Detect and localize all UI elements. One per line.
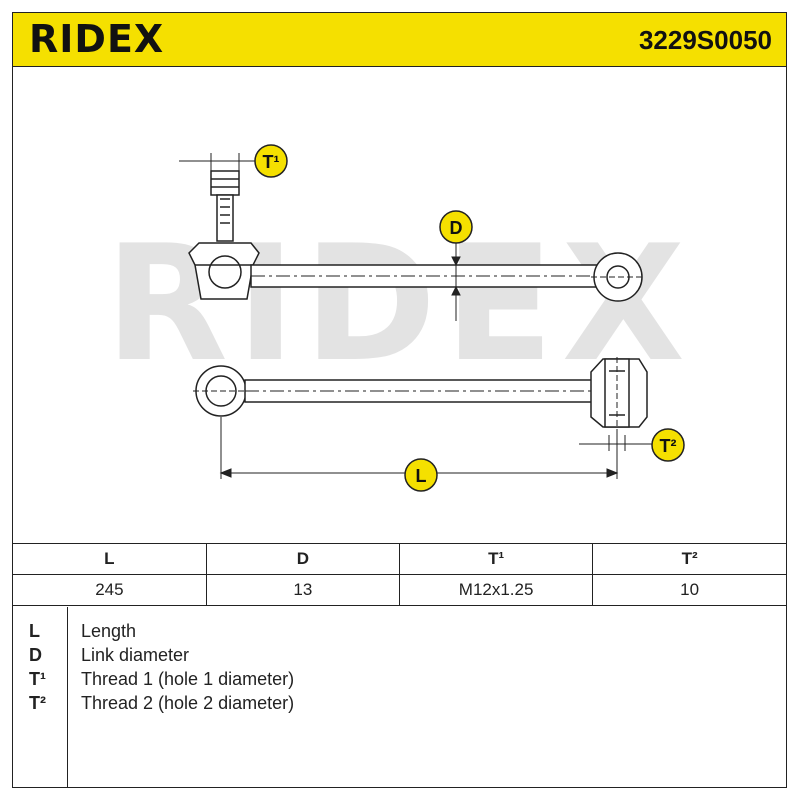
legend-item: T² Thread 2 (hole 2 diameter)	[13, 691, 786, 715]
technical-drawing: RIDEX	[13, 67, 786, 543]
value-cell: 10	[592, 574, 786, 606]
value-cell: M12x1.25	[398, 574, 594, 606]
upper-link	[188, 170, 645, 302]
svg-text:L: L	[416, 466, 427, 486]
label-l: L	[404, 458, 438, 492]
legend-item: D Link diameter	[13, 643, 786, 667]
lower-link	[193, 357, 648, 441]
label-d: D	[439, 210, 473, 244]
legend-desc: Link diameter	[81, 645, 190, 665]
svg-text:T²: T²	[660, 436, 677, 456]
value-cell: 13	[205, 574, 401, 606]
header-cell: D	[205, 543, 401, 575]
svg-text:D: D	[450, 218, 463, 238]
dimensions-table: L D T¹ T² 245 13 M12x1.25 10	[13, 543, 786, 606]
label-t2: T²	[651, 428, 685, 462]
legend: L Length D Link diameter T¹ Thread 1 (ho…	[13, 607, 786, 787]
legend-abbr: D	[29, 645, 42, 665]
part-number: 3229S0050	[638, 25, 772, 55]
legend-abbr: T²	[29, 693, 46, 713]
header-cell: T¹	[398, 543, 594, 575]
legend-desc: Thread 2 (hole 2 diameter)	[81, 693, 295, 713]
legend-divider	[67, 607, 68, 787]
legend-desc: Length	[81, 621, 137, 641]
label-t1: T¹	[254, 144, 288, 178]
header-bar: RIDEX 3229S0050	[13, 13, 786, 67]
product-sheet: RIDEX 3229S0050 RIDEX	[12, 12, 787, 788]
table-row: 245 13 M12x1.25 10	[13, 574, 786, 606]
legend-item: T¹ Thread 1 (hole 1 diameter)	[13, 667, 786, 691]
brand-logo: RIDEX	[29, 17, 165, 61]
header-cell: L	[13, 543, 207, 575]
header-cell: T²	[592, 543, 786, 575]
legend-abbr: T¹	[29, 669, 46, 689]
legend-abbr: L	[29, 621, 40, 641]
table-header-row: L D T¹ T²	[13, 543, 786, 575]
legend-item: L Length	[13, 619, 786, 643]
svg-text:T¹: T¹	[263, 152, 280, 172]
legend-desc: Thread 1 (hole 1 diameter)	[81, 669, 295, 689]
value-cell: 245	[13, 574, 207, 606]
watermark-logo: RIDEX	[105, 210, 693, 397]
